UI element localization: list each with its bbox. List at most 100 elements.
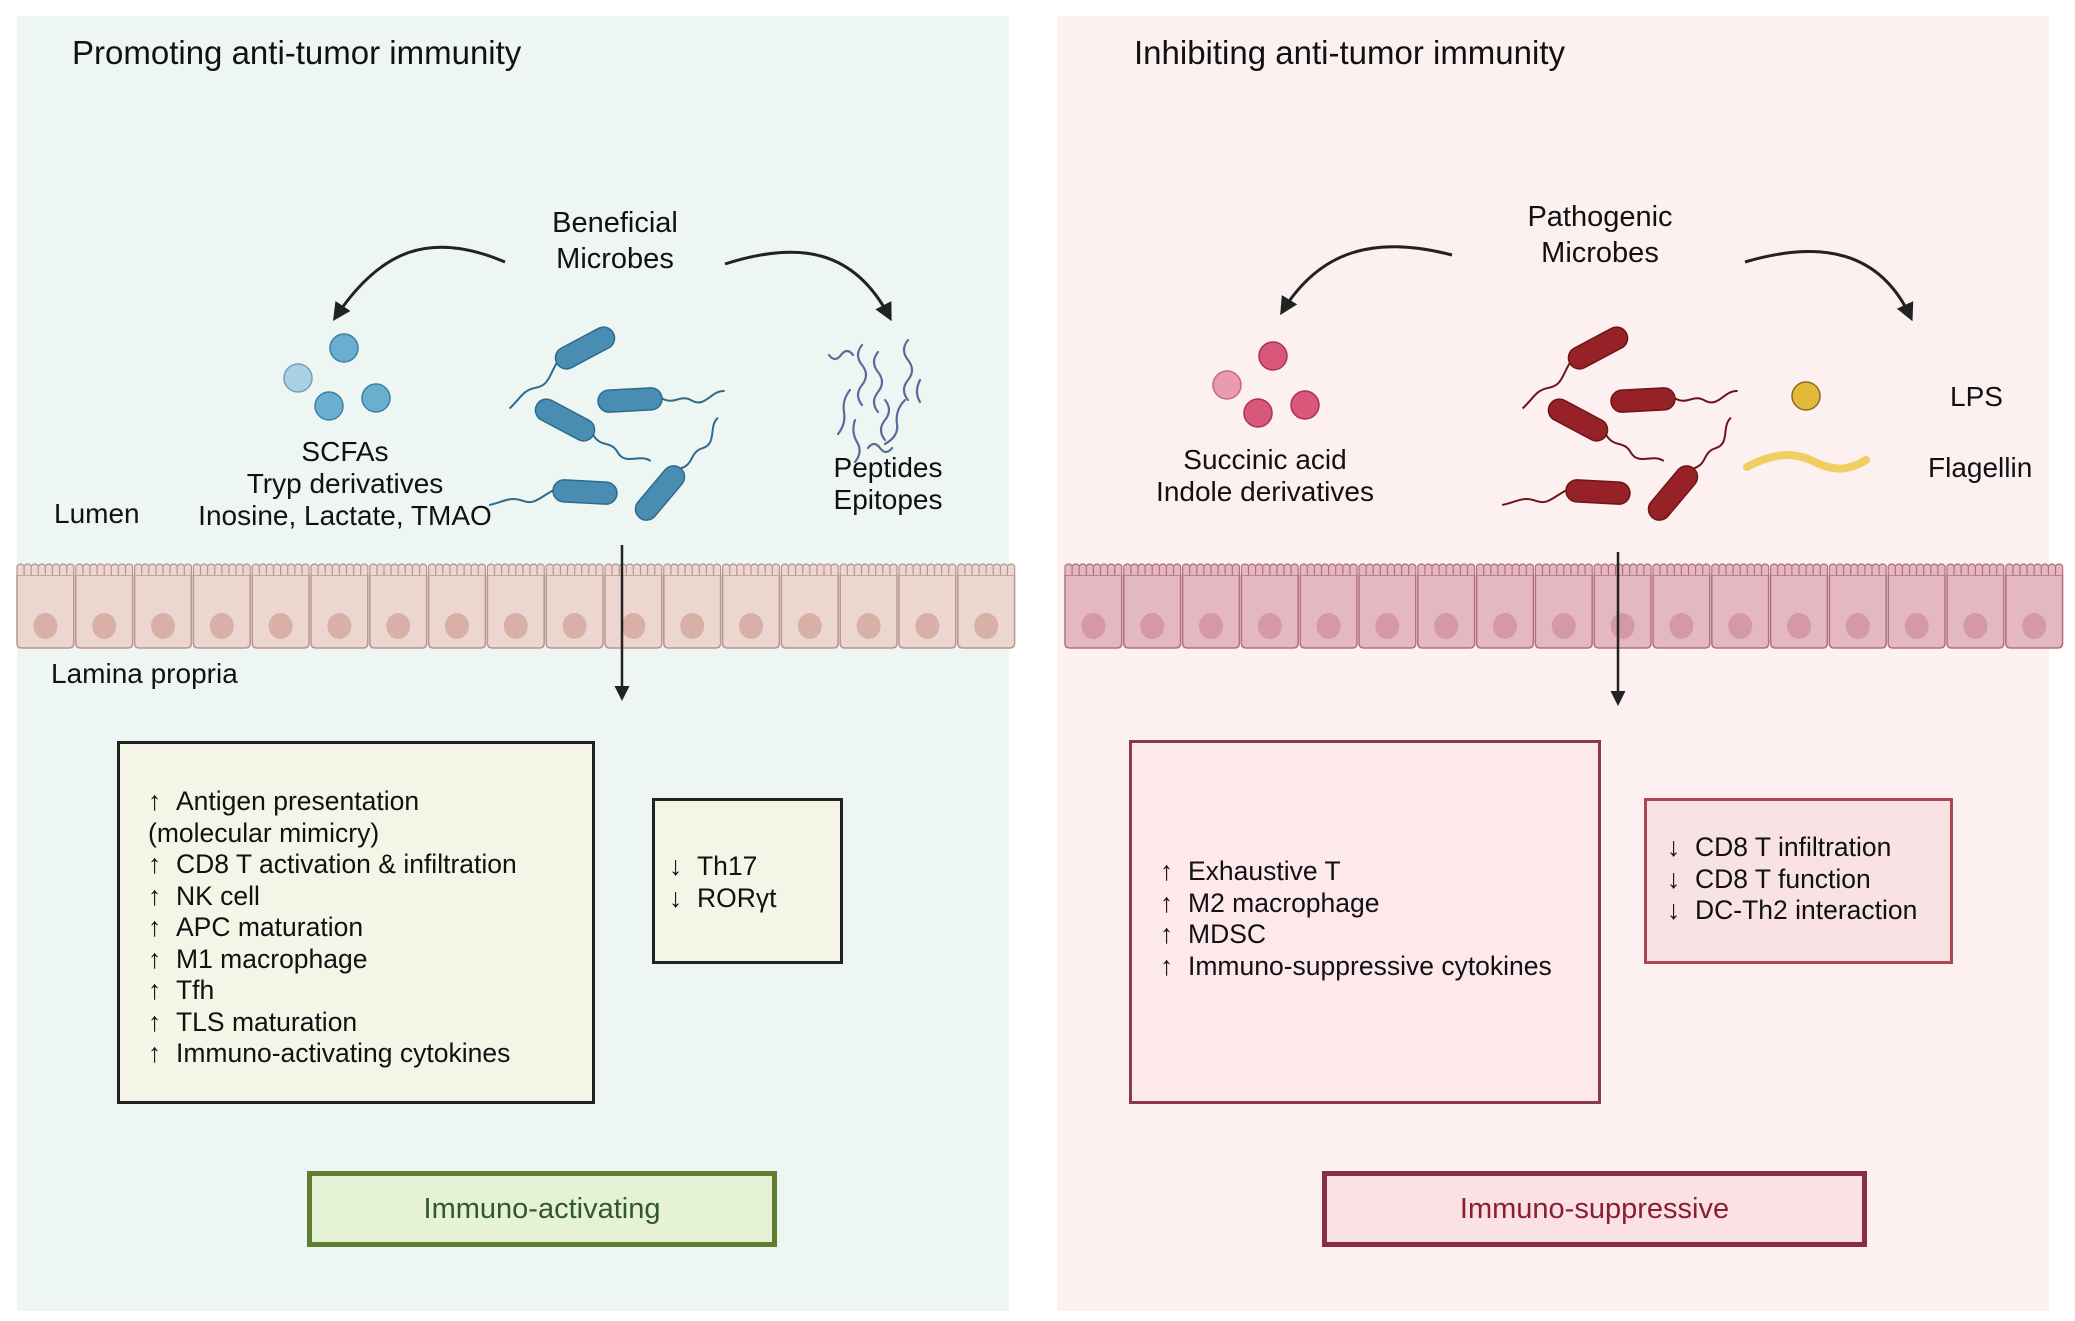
flagellin-icon bbox=[1743, 451, 1870, 473]
epithelial-cell bbox=[1711, 574, 1770, 649]
cell-nucleus bbox=[1963, 613, 1988, 639]
effect-item: ↑ Immuno-suppressive cytokines bbox=[1160, 951, 1552, 983]
effect-item: ↑Immuno-activating cytokines bbox=[148, 1038, 517, 1070]
microvilli bbox=[1711, 563, 1770, 575]
epithelial-cell bbox=[839, 574, 898, 649]
effect-item: ↓CD8 T function bbox=[1667, 864, 1917, 896]
microvilli bbox=[1946, 563, 2005, 575]
flagellin-label: Flagellin bbox=[1928, 452, 2033, 483]
epithelial-cell bbox=[310, 574, 369, 649]
microvilli bbox=[1476, 563, 1534, 575]
epithelial-cell bbox=[251, 574, 310, 649]
effect-item: ↑Antigen presentation bbox=[148, 786, 517, 818]
title-inhibiting: Inhibiting anti-tumor immunity bbox=[1134, 34, 1565, 71]
cell-nucleus bbox=[797, 613, 822, 639]
effect-item: ↑M2 macrophage bbox=[1160, 888, 1552, 920]
microvilli bbox=[369, 563, 428, 575]
cd8-effects-list: ↓CD8 T infiltration↓CD8 T function↓DC-Th… bbox=[1667, 832, 1917, 927]
arrow-to-peptides bbox=[724, 250, 892, 322]
microvilli bbox=[604, 563, 663, 575]
epithelial-cell bbox=[1064, 574, 1123, 649]
arrow-to-succinic bbox=[1280, 245, 1453, 316]
effect-item: ↑MDSC bbox=[1160, 919, 1552, 951]
effect-text: CD8 T infiltration bbox=[1695, 832, 1892, 862]
arrow-up-icon: ↑ bbox=[148, 943, 162, 974]
effect-item: ↑ APC maturation bbox=[148, 912, 517, 944]
epithelial-cell bbox=[1887, 574, 1946, 649]
cell-nucleus bbox=[680, 613, 705, 639]
cell-nucleus bbox=[1728, 613, 1753, 639]
bacterium bbox=[597, 387, 725, 413]
arrow-up-icon: ↑ bbox=[1160, 887, 1174, 918]
beneficial-microbes-label: Beneficial Microbes bbox=[535, 205, 695, 277]
effect-text: TLS maturation bbox=[176, 1006, 358, 1037]
microvilli bbox=[722, 563, 780, 575]
effect-text: M1 macrophage bbox=[176, 943, 368, 974]
cell-nucleus bbox=[1845, 613, 1870, 639]
cell-nucleus bbox=[1610, 613, 1635, 639]
microvilli bbox=[1534, 563, 1593, 575]
microvilli bbox=[75, 563, 134, 575]
effect-item: ↓DC-Th2 interaction bbox=[1667, 895, 1917, 927]
source-line-1: Beneficial bbox=[552, 207, 678, 239]
epithelial-cell bbox=[1652, 574, 1711, 649]
effect-text: Immuno-suppressive cytokines bbox=[1188, 950, 1552, 981]
epithelial-cell bbox=[721, 574, 781, 649]
effect-text: APC maturation bbox=[176, 912, 364, 942]
outcome-immuno-activating: Immuno-activating bbox=[307, 1171, 777, 1247]
epithelial-cell bbox=[604, 574, 663, 649]
suppressive-effects-box: ↑Exhaustive T↑M2 macrophage↑MDSC↑ Immuno-… bbox=[1129, 740, 1601, 1104]
metabolite-succinic: Succinic acid bbox=[1183, 444, 1347, 475]
bacterium bbox=[508, 326, 616, 410]
cell-nucleus bbox=[1375, 613, 1400, 639]
cell-nucleus bbox=[974, 613, 999, 639]
lumen-label: Lumen bbox=[54, 498, 140, 529]
succinic-label: Succinic acid Indole derivatives bbox=[1150, 444, 1380, 508]
epithelial-cell bbox=[1299, 574, 1358, 649]
epithelial-cell bbox=[369, 574, 428, 649]
epithelial-cell bbox=[1475, 574, 1535, 649]
epithelial-cell bbox=[1358, 574, 1417, 649]
effect-item: (molecular mimicry) bbox=[148, 818, 517, 850]
activating-effects-box: ↑Antigen presentation(molecular mimicry)… bbox=[117, 741, 595, 1104]
epithelial-cell bbox=[1240, 574, 1299, 649]
microvilli bbox=[957, 563, 1016, 575]
cell-nucleus bbox=[151, 613, 175, 639]
cell-nucleus bbox=[1669, 613, 1694, 639]
effect-text: (molecular mimicry) bbox=[148, 817, 380, 848]
cell-nucleus bbox=[1493, 613, 1517, 639]
bacterium bbox=[1610, 387, 1738, 413]
arrow-up-icon: ↑ bbox=[1160, 919, 1174, 949]
effect-item: ↑NK cell bbox=[148, 881, 517, 913]
microvilli bbox=[1182, 563, 1240, 575]
arrow-up-icon: ↑ bbox=[148, 912, 162, 942]
metabolites-label: SCFAs Tryp derivatives Inosine, Lactate,… bbox=[195, 436, 495, 532]
source-line-2: Microbes bbox=[1541, 237, 1659, 269]
arrow-to-lps bbox=[1744, 250, 1914, 322]
arrow-up-icon: ↑ bbox=[148, 880, 162, 911]
microvilli bbox=[251, 563, 310, 575]
cell-nucleus bbox=[562, 613, 587, 639]
effect-text: Th17 bbox=[697, 851, 758, 881]
antigen-epitopes: Epitopes bbox=[833, 484, 943, 515]
effect-item: ↑Exhaustive T bbox=[1160, 856, 1552, 888]
scfa-molecules-icon bbox=[283, 333, 391, 421]
cell-nucleus bbox=[209, 613, 234, 639]
microvilli bbox=[1299, 563, 1358, 575]
arrow-up-icon: ↑ bbox=[148, 1038, 162, 1068]
arrow-down-icon: ↓ bbox=[669, 851, 683, 881]
microvilli bbox=[1417, 563, 1476, 575]
epithelial-cell bbox=[898, 574, 957, 649]
arrow-up-icon: ↑ bbox=[1160, 950, 1174, 981]
microvilli bbox=[1652, 563, 1711, 575]
cell-nucleus bbox=[1257, 613, 1282, 639]
cell-nucleus bbox=[1787, 613, 1811, 639]
effect-item: ↓ Th17 bbox=[669, 851, 777, 883]
cell-nucleus bbox=[386, 613, 411, 639]
cell-nucleus bbox=[1316, 613, 1341, 639]
epithelial-cell bbox=[1534, 574, 1593, 649]
epithelial-cell bbox=[16, 574, 75, 649]
epithelial-cell bbox=[192, 574, 251, 649]
microvilli bbox=[1887, 563, 1946, 575]
